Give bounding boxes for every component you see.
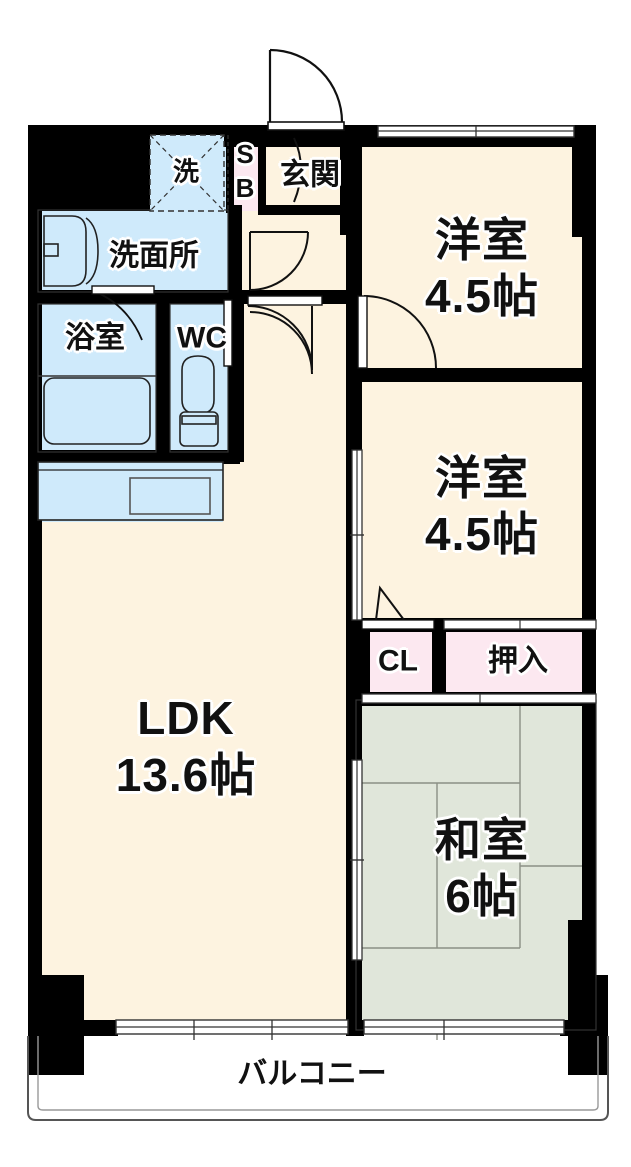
washer-pan-icon — [149, 134, 229, 212]
kitchen-counter-icon — [37, 461, 224, 521]
wall-corridor-left — [228, 205, 242, 305]
wall-bottom-left — [28, 1020, 118, 1036]
wall-genkan-bottom — [258, 205, 348, 215]
wall-cl-left — [356, 620, 370, 694]
vanity-sink-icon — [43, 215, 99, 287]
bedroom-door — [357, 295, 437, 369]
youshitsu2-floor — [356, 378, 594, 623]
wall-genkan-right — [340, 125, 352, 235]
folding-closet-door — [361, 585, 435, 630]
kitchen-sink-icon — [129, 477, 211, 515]
wall-left — [28, 125, 42, 995]
entrance-door-swing — [267, 48, 345, 131]
oshiire-sliding-doors — [443, 619, 597, 630]
cl-floor — [368, 628, 432, 694]
wall-right-upper — [582, 125, 596, 1035]
wall-sb-left — [226, 125, 234, 213]
wall-cl-divider — [432, 620, 446, 694]
wall-bottom-right-notch — [568, 920, 596, 980]
balcony-window-left — [115, 1019, 349, 1040]
wall-bottom-right — [560, 1020, 608, 1036]
wall-bath-bottom — [28, 450, 240, 464]
floor-fills — [38, 133, 596, 1030]
balcony-outline — [27, 1036, 609, 1121]
ldk-floor — [38, 455, 346, 1030]
wall-between-bedrooms — [346, 368, 596, 382]
senmenjo-floor — [38, 210, 228, 295]
oshiire-floor — [444, 628, 596, 694]
ldk-door — [249, 311, 313, 375]
genkan-floor — [262, 135, 352, 235]
window — [377, 125, 575, 138]
sliding-partition-washitsu — [350, 759, 364, 961]
washitsu-floor — [356, 700, 596, 1030]
toilet-icon — [179, 355, 219, 447]
balcony-window-right — [363, 1019, 565, 1040]
wall-sb-right — [258, 125, 266, 213]
sliding-partition-bedroom2 — [350, 449, 364, 621]
washitsu-top-sliding — [361, 693, 597, 704]
corridor-door-lower — [247, 295, 323, 371]
genkan-inner-door — [293, 137, 302, 203]
wall-senmen-bottom — [28, 290, 240, 304]
bathroom-door — [91, 285, 155, 341]
bathtub-icon — [43, 377, 151, 445]
corridor-door — [249, 231, 309, 291]
wall-top-left-block — [28, 125, 150, 211]
wc-door — [223, 299, 233, 367]
youshitsu1-floor — [356, 133, 594, 373]
wall-wc-left — [156, 290, 170, 462]
